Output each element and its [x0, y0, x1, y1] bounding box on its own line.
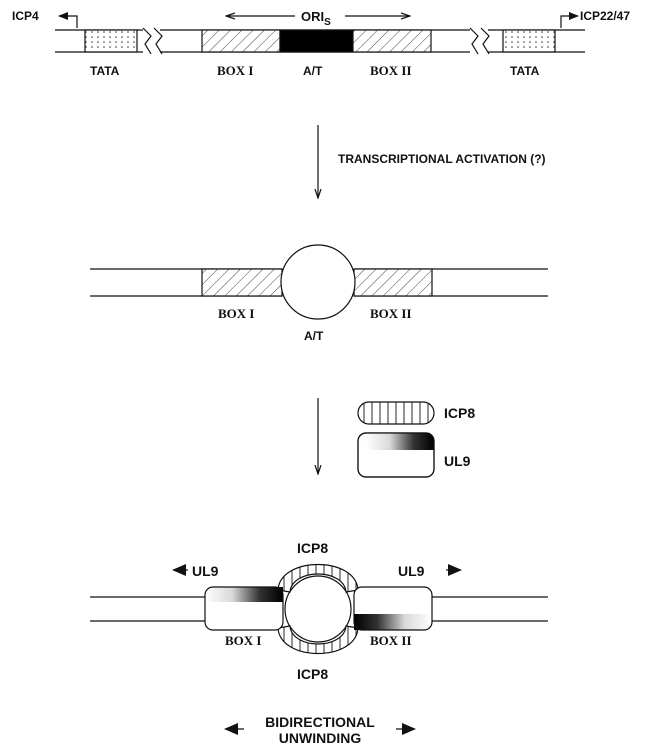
- ul9-right-box: [354, 587, 432, 630]
- ul9-right-label: UL9: [398, 563, 425, 579]
- dna-right-segment: [488, 30, 585, 52]
- transcriptional-activation-label: TRANSCRIPTIONAL ACTIVATION (?): [338, 152, 546, 166]
- at-melted-bubble: [281, 245, 355, 319]
- ul9-legend-label: UL9: [444, 453, 471, 469]
- icp4-label: ICP4: [12, 9, 39, 23]
- unwound-bubble: [285, 576, 351, 642]
- at-label-middle: A/T: [304, 329, 324, 343]
- ul9-left-box: [205, 587, 283, 630]
- icp8-bottom-label: ICP8: [297, 666, 328, 682]
- bidirectional-label: BIDIRECTIONAL: [265, 714, 375, 730]
- at-label-top: A/T: [303, 64, 323, 78]
- icp22-label: ICP22/47: [580, 9, 630, 23]
- icp4-promoter-arrow: [59, 16, 77, 28]
- tata-right-label: TATA: [510, 64, 540, 78]
- icp8-top-label: ICP8: [297, 540, 328, 556]
- tata-left-label: TATA: [90, 64, 120, 78]
- middle-melted-origin: [90, 245, 548, 319]
- box-i-hatched-middle: [202, 269, 282, 296]
- at-rich-block: [280, 30, 353, 52]
- bottom-unwinding-complex: [90, 565, 548, 654]
- ori-label: ORIS: [301, 9, 331, 28]
- legend: ICP8 UL9: [358, 402, 475, 477]
- box2-label-bottom: BOX II: [370, 633, 412, 648]
- box1-label-bottom: BOX I: [225, 633, 261, 648]
- tata-box-right: [503, 30, 555, 52]
- box2-label-top: BOX II: [370, 63, 412, 78]
- box-ii-hatched-middle: [354, 269, 432, 296]
- origin-region: [160, 28, 489, 54]
- icp8-legend-icon: [358, 402, 434, 424]
- unwinding-label: UNWINDING: [279, 730, 362, 746]
- box1-label-top: BOX I: [217, 63, 253, 78]
- box-i-hatched: [202, 30, 280, 52]
- box1-label-middle: BOX I: [218, 306, 254, 321]
- box2-label-middle: BOX II: [370, 306, 412, 321]
- ul9-left-label: UL9: [192, 563, 219, 579]
- dna-left-segment: [55, 28, 162, 54]
- box-ii-hatched: [353, 30, 431, 52]
- top-origin-map: ICP4 ICP22/47 ORIS: [12, 9, 630, 78]
- tata-box-left: [85, 30, 137, 52]
- ul9-legend-gradient: [366, 433, 434, 450]
- icp8-legend-label: ICP8: [444, 405, 475, 421]
- icp22-promoter-arrow: [561, 16, 578, 28]
